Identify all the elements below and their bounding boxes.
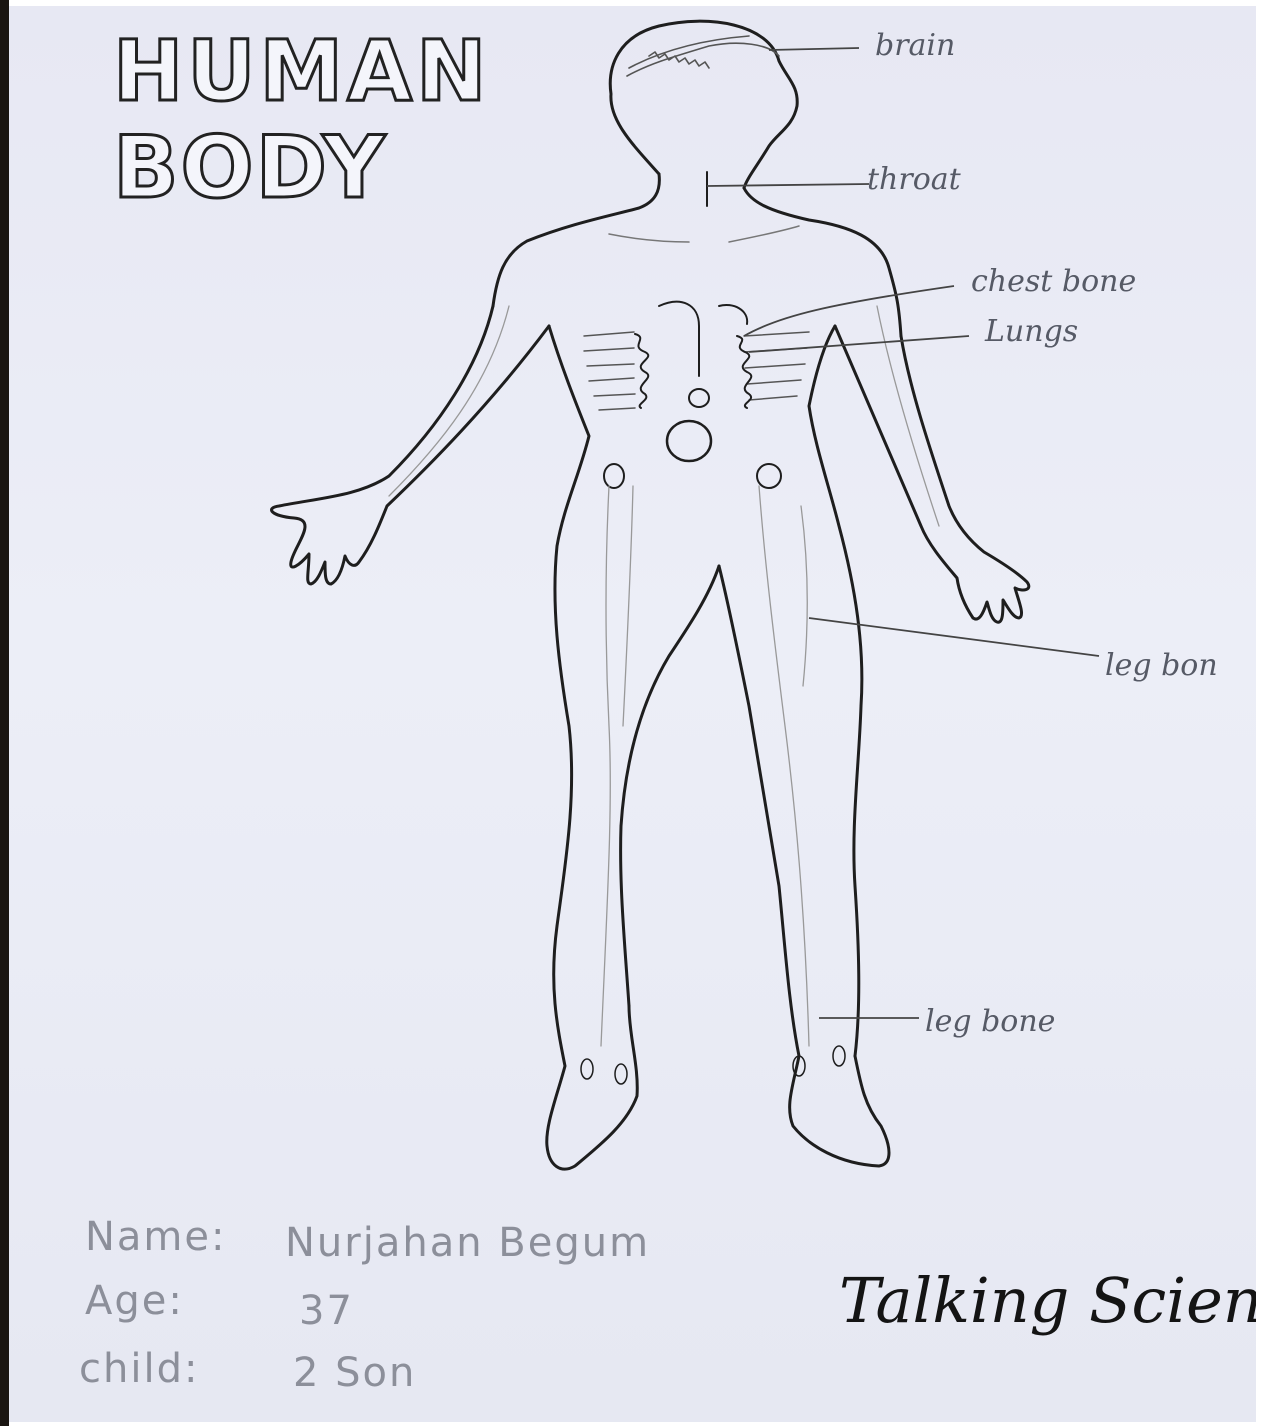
rib-lines-right [744,332,809,400]
age-value: 37 [299,1288,354,1334]
paper-sheet: HUMAN BODY [9,6,1256,1422]
leader-brain [769,48,859,50]
left-torso-side [547,326,637,1169]
inner-leg-left [621,566,719,1006]
label-throat: throat [867,162,961,197]
hip-left [604,464,624,488]
navel-lower [667,421,711,461]
child-value: 2 Son [293,1350,416,1396]
hip-right [757,464,781,488]
brain-squiggle [627,36,779,76]
sternum [659,302,747,376]
label-leg-bone-lower: leg bone [925,1004,1055,1039]
leader-lungs [749,336,969,352]
human-body-drawing [9,6,1256,1422]
name-label: Name: [85,1214,226,1260]
right-arm [835,326,1029,622]
right-torso-side [809,326,862,1056]
leader-throat [707,184,869,186]
label-leg-bone-upper: leg bon [1105,648,1218,683]
head-outline [610,21,797,188]
shoulder-line-left [609,234,689,242]
arm-bone-lines [389,306,939,526]
knee-left-a [581,1059,593,1079]
knee-left-b [615,1064,627,1084]
signature-text: Talking Scien [839,1264,1256,1337]
lung-left [635,334,648,408]
neck-outline [493,174,659,306]
shoulder-line-right [729,226,799,242]
navel-upper [689,389,709,407]
label-brain: brain [875,28,955,63]
leg-bone-lines [601,486,809,1046]
leader-chest-bone [744,286,954,336]
neck-outline-right [744,188,901,336]
lung-right [737,336,751,408]
knee-right-b [833,1046,845,1066]
child-label: child: [79,1346,199,1392]
photo-border [0,0,9,1426]
leader-leg-bone-upper [809,618,1099,656]
age-label: Age: [85,1278,184,1324]
rib-lines-left [584,332,635,410]
left-arm [272,306,549,584]
label-chest-bone: chest bone [971,264,1136,299]
label-lungs: Lungs [985,314,1078,349]
inner-leg-right [719,566,889,1166]
name-value: Nurjahan Begum [285,1220,650,1266]
